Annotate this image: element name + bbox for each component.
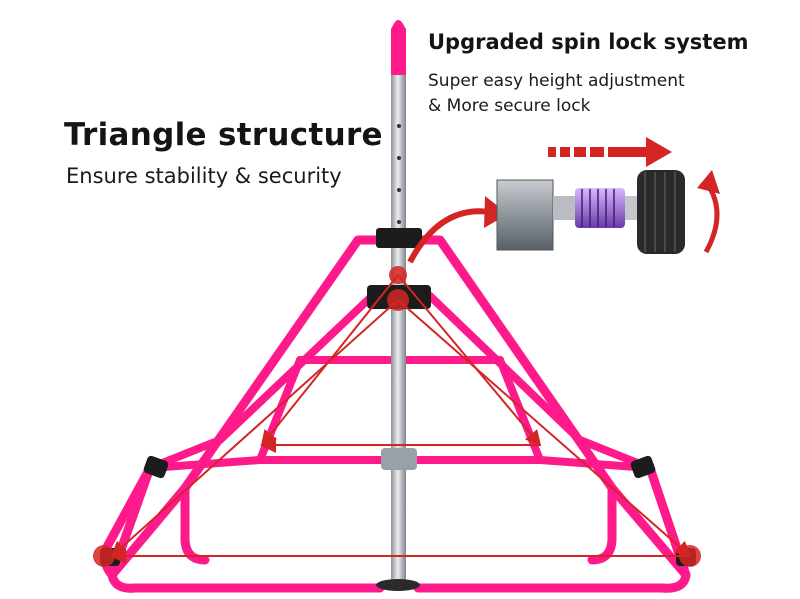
callout-arrow — [407, 208, 491, 264]
motion-arrow — [548, 137, 672, 167]
triangle-structure-title: Triangle structure — [64, 117, 383, 153]
spin-lock-title: Upgraded spin lock system — [428, 30, 749, 54]
triangle-structure-subtitle: Ensure stability & security — [66, 164, 342, 188]
spin-lock-line-2: & More secure lock — [428, 96, 591, 116]
base-frame — [107, 483, 691, 593]
spin-lock-line-1: Super easy height adjustment — [428, 71, 685, 91]
pivot-markers — [93, 266, 701, 567]
force-arrows — [110, 274, 692, 564]
spin-lock-detail — [496, 170, 685, 254]
